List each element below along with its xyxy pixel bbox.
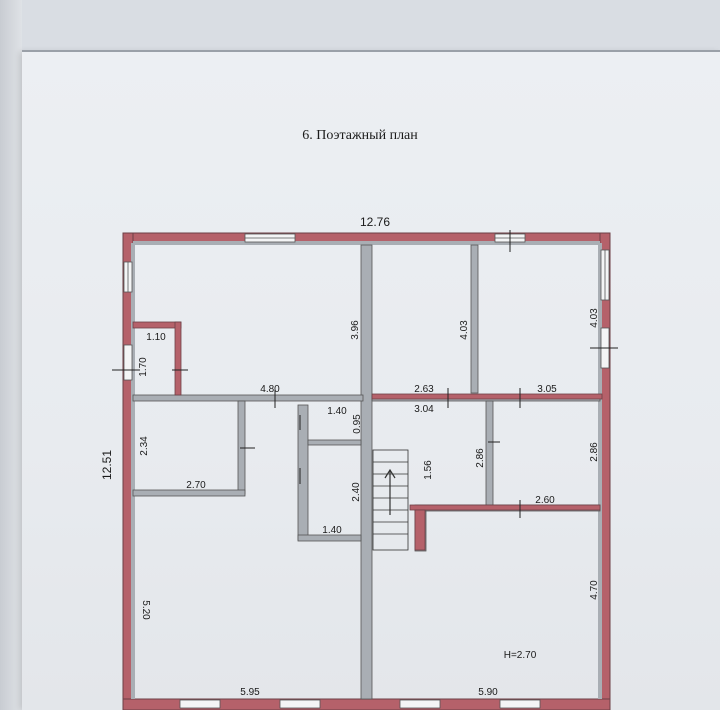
outer-walls xyxy=(122,232,611,710)
window-left-2 xyxy=(123,344,133,381)
inner-lining-right xyxy=(598,243,602,699)
inner-lining-top xyxy=(133,241,600,245)
staircase xyxy=(372,449,409,551)
dim-overall-height: 12.51 xyxy=(100,450,114,480)
corridor-wall-left xyxy=(132,394,364,402)
window-bottom-3 xyxy=(399,699,441,709)
window-bottom-1 xyxy=(179,699,221,709)
dim-2-34: 2.34 xyxy=(139,436,150,456)
dim-4-03-a: 4.03 xyxy=(459,320,470,340)
dim-0-95: 0.95 xyxy=(352,414,363,434)
dim-2-86-a: 2.86 xyxy=(475,448,486,468)
staircase-outline xyxy=(372,449,409,551)
window-bottom-4 xyxy=(499,699,541,709)
dim-2-63: 2.63 xyxy=(414,384,434,395)
page-title: 6. Поэтажный план xyxy=(302,128,418,143)
central-wall xyxy=(360,244,373,700)
dim-1-70: 1.70 xyxy=(138,357,149,377)
shaft-mid xyxy=(307,439,362,446)
small-room-right xyxy=(174,321,182,396)
small-room xyxy=(132,321,603,551)
small-room-top xyxy=(132,321,182,329)
dim-4-70: 4.70 xyxy=(589,580,600,600)
wall-4-03 xyxy=(470,244,479,394)
dim-5-95: 5.95 xyxy=(240,687,260,698)
dim-3-96: 3.96 xyxy=(350,320,361,340)
inner-lining-left xyxy=(131,243,135,699)
dim-4-80: 4.80 xyxy=(260,384,280,395)
dim-5-20: 5.20 xyxy=(140,600,151,620)
book-binding xyxy=(0,0,22,710)
closet-bottom-wall xyxy=(132,489,246,497)
dim-3-04: 3.04 xyxy=(414,404,434,415)
stair-arrow-icon xyxy=(384,468,396,479)
dim-1-40-b: 1.40 xyxy=(322,525,342,536)
red-stub xyxy=(414,509,426,551)
interior-walls xyxy=(132,244,601,700)
dim-2-70: 2.70 xyxy=(186,480,206,491)
ceiling-height: H=2.70 xyxy=(504,650,537,661)
dim-1-10: 1.10 xyxy=(146,332,166,343)
dim-overall-width: 12.76 xyxy=(360,215,390,229)
door-marks xyxy=(112,230,618,518)
dim-2-40: 2.40 xyxy=(351,482,362,502)
dim-3-05: 3.05 xyxy=(537,384,557,395)
page-top-line xyxy=(22,50,720,52)
shaft-bottom xyxy=(297,534,362,542)
dim-1-56: 1.56 xyxy=(423,460,434,480)
window-bottom-2 xyxy=(279,699,321,709)
dim-5-90: 5.90 xyxy=(478,687,498,698)
red-partition-2 xyxy=(409,504,601,511)
dim-2-60: 2.60 xyxy=(535,495,555,506)
dim-4-03-b: 4.03 xyxy=(589,308,600,328)
bath-wall xyxy=(485,400,494,508)
dim-1-40-a: 1.40 xyxy=(327,406,347,417)
dimension-labels: 12.76 12.51 3.96 4.03 4.03 1.10 1.70 4.8… xyxy=(100,215,600,698)
dim-2-86-b: 2.86 xyxy=(589,442,600,462)
red-partition-1 xyxy=(371,393,603,400)
